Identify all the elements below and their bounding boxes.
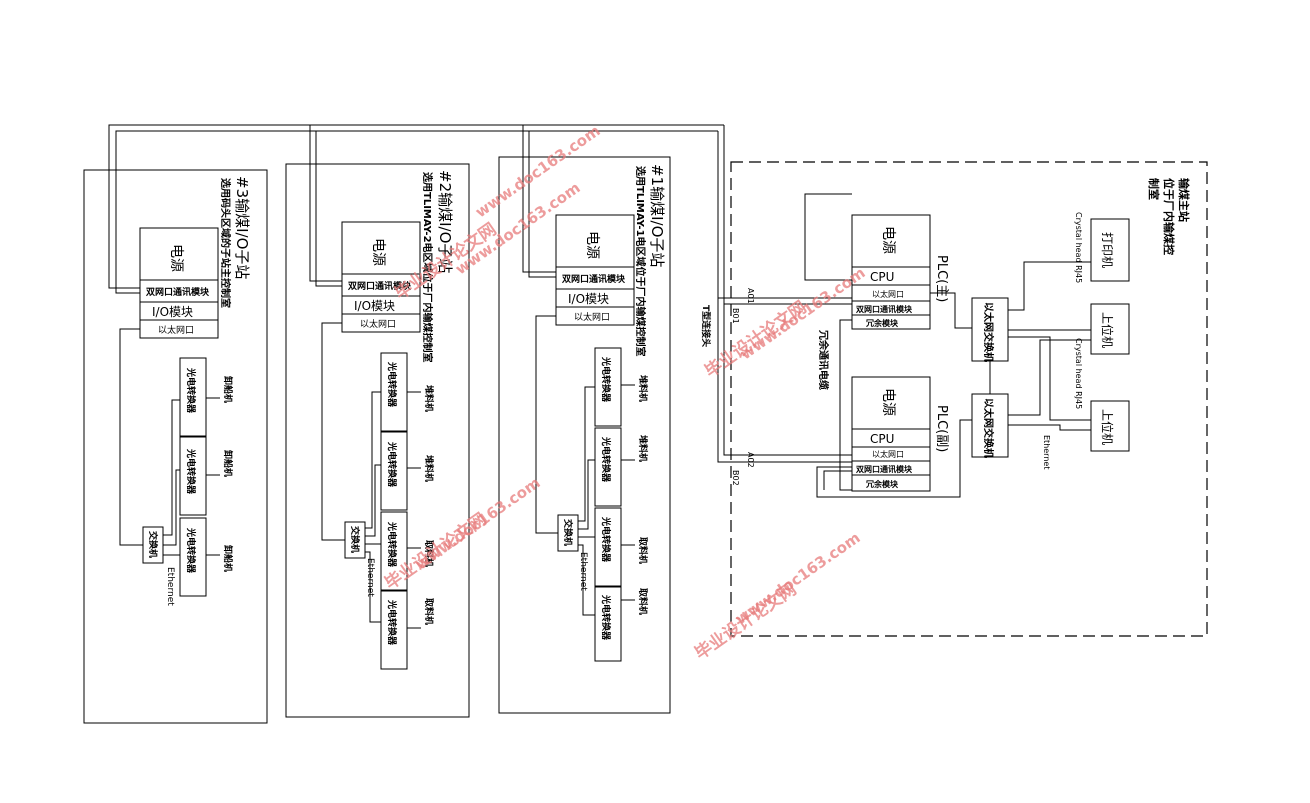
port-b02: B02 xyxy=(731,470,740,486)
host-2-label: 上位机 xyxy=(1100,409,1115,445)
station-2-labels: #2输煤I/O子站 选用TLIMAY-2电区域位于厂内输煤控制室 电源 双网口通… xyxy=(348,170,454,646)
plc-main-power: 电源 xyxy=(880,226,896,254)
redund-cable-label: 冗余通讯电缆 xyxy=(817,330,830,390)
s3-conv-2: 光电转换器 xyxy=(185,527,197,574)
watermark-cn-4: 毕业设计论文网 xyxy=(691,579,801,664)
port-a01: A01 xyxy=(746,288,755,304)
s1-conv-3: 光电转换器 xyxy=(600,594,612,641)
s2-switch: 交换机 xyxy=(349,526,361,553)
s1-dev-1: 堆料机 xyxy=(637,435,649,462)
s2-title: #2输煤I/O子站 xyxy=(436,170,454,273)
s2-conv-3: 光电转换器 xyxy=(386,599,398,646)
s2-ethernet: Ethernet xyxy=(365,558,375,597)
s1-conv-1: 光电转换器 xyxy=(600,436,612,483)
main-title: 输煤主站 xyxy=(1177,178,1191,222)
printer-label: 打印机 xyxy=(1100,232,1114,268)
port-a02: A02 xyxy=(746,452,755,468)
s1-dual: 双网口通讯模块 xyxy=(562,273,626,285)
s2-conv-0: 光电转换器 xyxy=(386,361,398,408)
main-station xyxy=(730,161,1208,637)
station-3 xyxy=(83,169,268,724)
s3-io: I/O模块 xyxy=(152,305,193,319)
s3-conv-0: 光电转换器 xyxy=(185,367,197,414)
station-2 xyxy=(285,163,470,718)
plc-main-redund: 冗余模块 xyxy=(865,318,899,328)
s1-conv-2: 光电转换器 xyxy=(600,516,612,563)
s3-desc: 选用码头区域的子站主控制室 xyxy=(219,178,232,308)
port-b01: B01 xyxy=(731,308,740,324)
plc-sub-redund: 冗余模块 xyxy=(865,479,899,489)
plc-sub-label: PLC(副) xyxy=(934,405,949,452)
s3-eth: 以太网口 xyxy=(158,324,194,336)
s3-power: 电源 xyxy=(168,244,184,272)
main-ethernet: Ethernet xyxy=(1042,435,1051,469)
station-1 xyxy=(498,156,671,714)
s2-dev-0: 堆料机 xyxy=(423,385,435,412)
s2-dev-3: 取料机 xyxy=(423,598,435,625)
main-desc: 位于厂内输煤控 xyxy=(1162,178,1176,255)
station-3-labels: #3输煤I/O子站 选用码头区域的子站主控制室 电源 双网口通讯模块 I/O模块… xyxy=(146,176,251,606)
s3-dev-0: 卸船机 xyxy=(222,376,234,403)
plc-main-eth: 以太网口 xyxy=(872,289,904,299)
s1-io: I/O模块 xyxy=(568,292,609,306)
s3-dev-1: 卸船机 xyxy=(222,450,234,477)
crystal-label-1: Crystal head RJ45 xyxy=(1074,212,1083,283)
s3-dual: 双网口通讯模块 xyxy=(146,286,210,298)
s1-eth: 以太网口 xyxy=(574,311,610,323)
s2-conv-1: 光电转换器 xyxy=(386,441,398,488)
s3-dev-2: 卸船机 xyxy=(222,545,234,572)
s3-title: #3输煤I/O子站 xyxy=(233,176,251,279)
crystal-label-2: Crystal head RJ45 xyxy=(1074,338,1083,409)
t-connector-label: T型连接头 xyxy=(700,305,712,347)
watermark-url-3: www.doc163.com xyxy=(737,264,869,364)
s2-io: I/O模块 xyxy=(354,299,395,313)
station-1-labels: #1输煤I/O子站 选用TLIMAY-1电区域位于厂内输煤控制室 电源 双网口通… xyxy=(562,164,666,641)
s1-ethernet: Ethernet xyxy=(578,552,588,591)
host-1-label: 上位机 xyxy=(1100,312,1115,348)
main-station-labels: 输煤主站 位于厂内输煤控 制室 PLC(主) PLC(副) 电源 CPU 以太网… xyxy=(700,178,1191,489)
plc-main-cpu: CPU xyxy=(870,270,894,284)
s1-switch: 交换机 xyxy=(562,519,574,546)
plc-sub-cpu: CPU xyxy=(870,432,894,446)
s1-conv-0: 光电转换器 xyxy=(600,356,612,403)
s1-title: #1输煤I/O子站 xyxy=(648,164,666,267)
plc-sub-eth: 以太网口 xyxy=(872,449,904,459)
switch-2-label: 以太网交换机 xyxy=(982,398,995,458)
s3-switch: 交换机 xyxy=(147,531,159,558)
s1-power: 电源 xyxy=(584,231,600,259)
plc-main-dual: 双网口通讯模块 xyxy=(856,304,913,314)
s2-conv-2: 光电转换器 xyxy=(386,521,398,568)
s2-desc: 选用TLIMAY-2电区域位于厂内输煤控制室 xyxy=(421,172,434,363)
s3-ethernet: Ethernet xyxy=(165,567,175,606)
plc-sub-power: 电源 xyxy=(880,388,896,416)
s3-conv-1: 光电转换器 xyxy=(185,448,197,495)
s1-dev-2: 取料机 xyxy=(637,537,649,564)
s1-dev-0: 堆料机 xyxy=(637,375,649,402)
s1-dev-3: 取料机 xyxy=(637,588,649,615)
top-bus-lines xyxy=(108,124,852,463)
plc-sub-dual: 双网口通讯模块 xyxy=(856,464,913,474)
s2-dev-1: 堆料机 xyxy=(423,455,435,482)
main-desc2: 制室 xyxy=(1147,178,1161,200)
s2-dev-2: 取料机 xyxy=(423,540,435,567)
switch-1-label: 以太网交换机 xyxy=(982,302,995,362)
s1-desc: 选用TLIMAY-1电区域位于厂内输煤控制室 xyxy=(634,166,647,357)
s2-power: 电源 xyxy=(370,238,386,266)
s2-eth: 以太网口 xyxy=(360,318,396,330)
plc-main-label: PLC(主) xyxy=(934,255,949,302)
s2-dual: 双网口通讯模块 xyxy=(348,280,412,292)
